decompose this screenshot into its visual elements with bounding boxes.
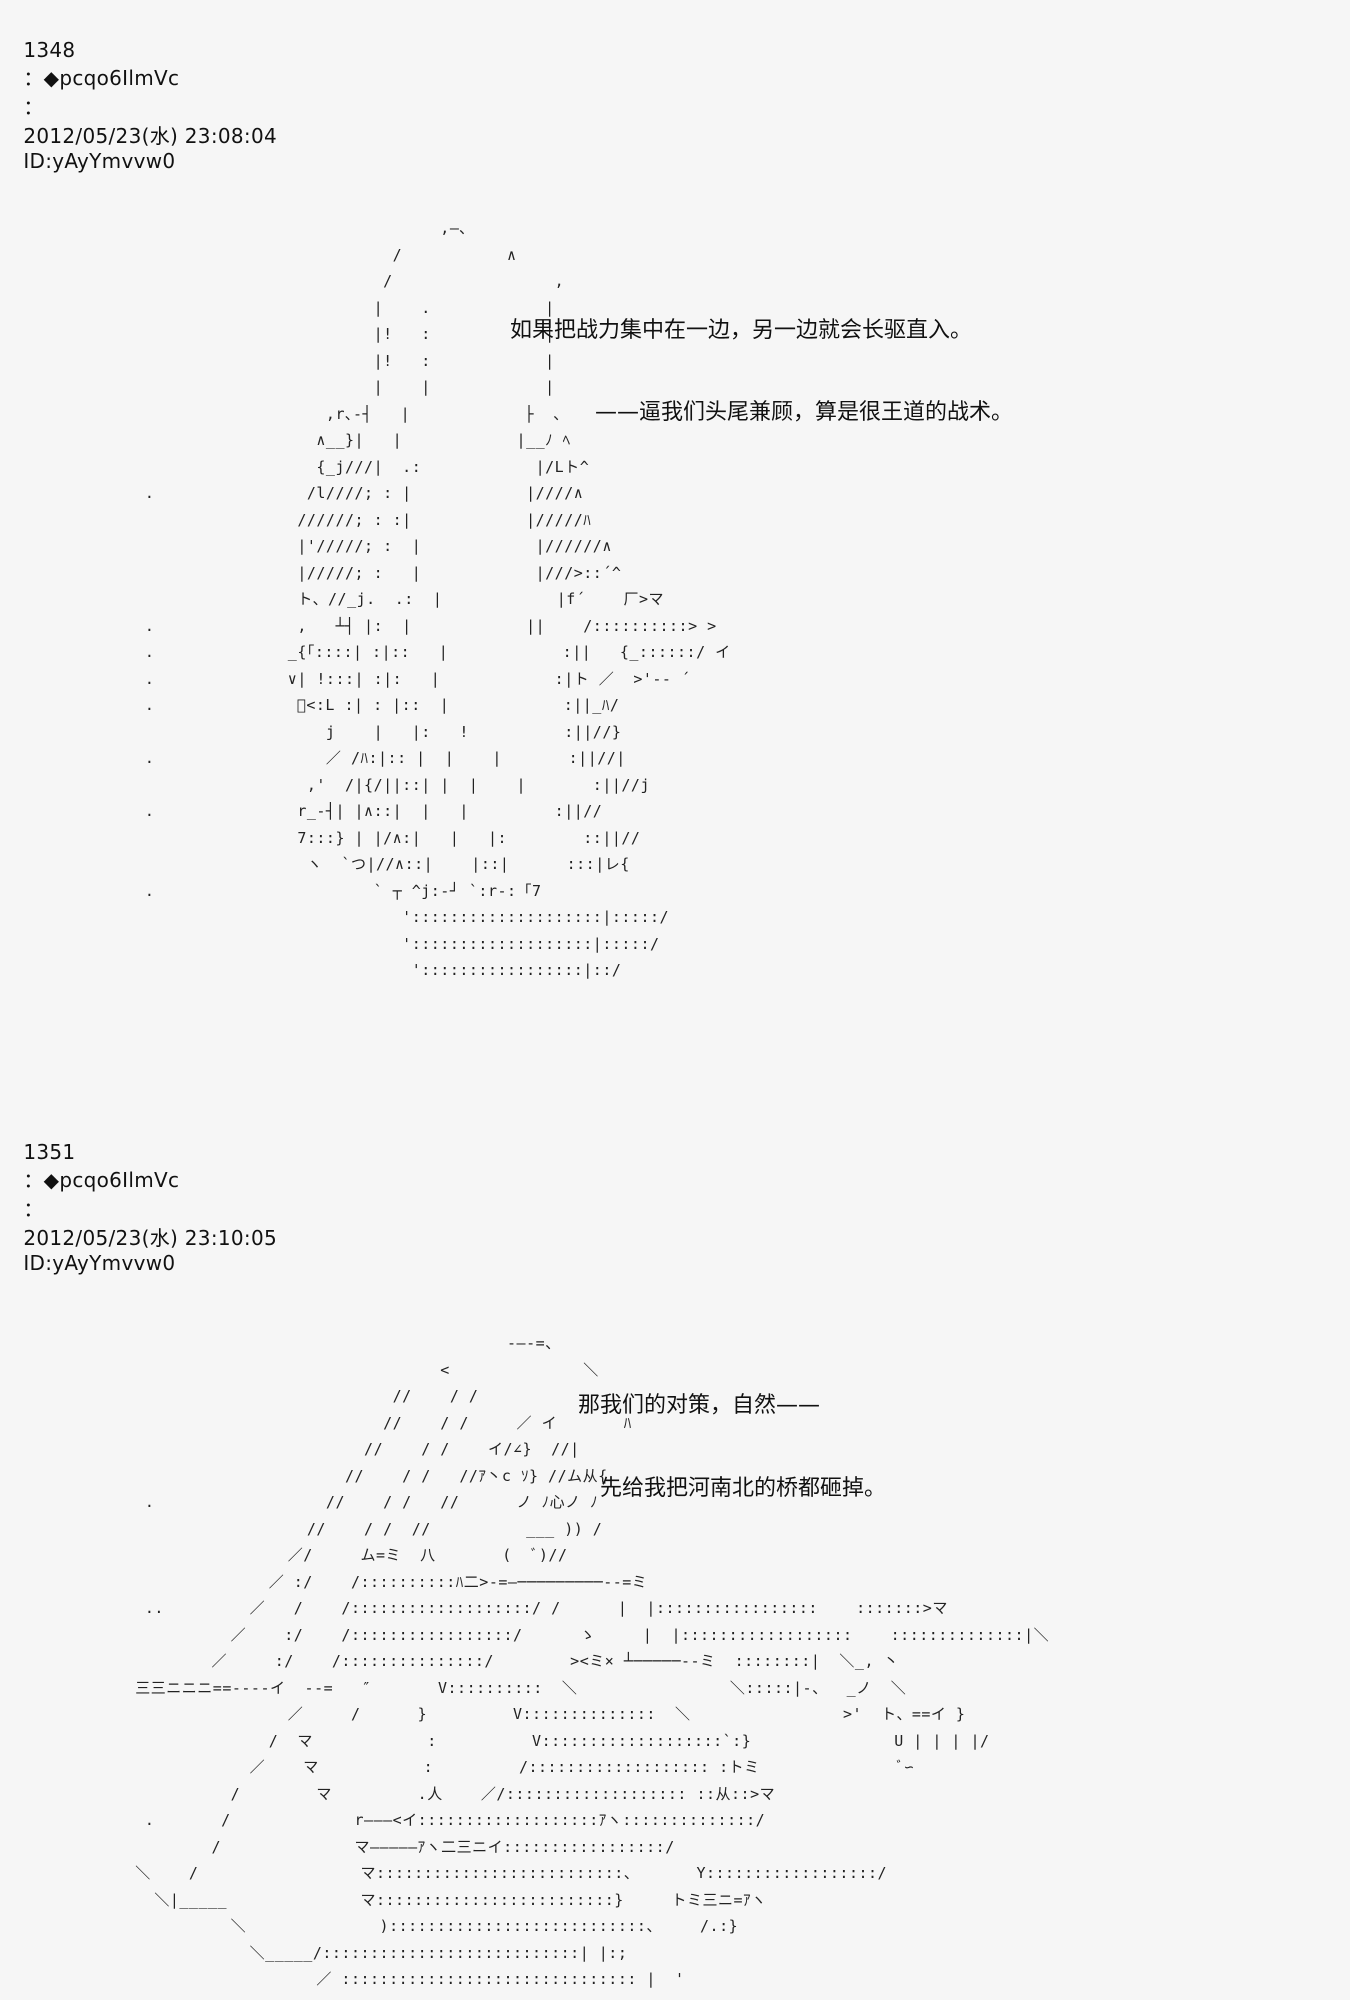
narration-line-2: 先给我把河南北的桥都砸掉。: [600, 1476, 887, 1501]
narration-line-1: 那我们的对策，自然——: [578, 1393, 821, 1418]
post-id: ID:yAyYmvvw0: [23, 1251, 176, 1275]
post-header-1351: 1351 ：◆pcqo6IlmVc ： 2012/05/23(水) 23:10:…: [10, 1116, 277, 1275]
trip-diamond-icon: ◆: [43, 66, 60, 90]
post-tripcode: pcqo6IlmVc: [59, 66, 180, 90]
post-date: 2012/05/23(水) 23:10:05: [23, 1226, 277, 1250]
post-number: 1348: [23, 38, 76, 62]
narration-line-2: ——逼我们头尾兼顾，算是很王道的战术。: [595, 400, 1014, 425]
trip-diamond-icon: ◆: [43, 1168, 60, 1192]
post-date: 2012/05/23(水) 23:08:04: [23, 124, 277, 148]
post-header-1348: 1348 ：◆pcqo6IlmVc ： 2012/05/23(水) 23:08:…: [10, 14, 277, 173]
post-number: 1351: [23, 1140, 76, 1164]
ascii-art-1348: ,—､ / ∧ / , | . |: [144, 219, 731, 979]
narration-line-1: 如果把战力集中在一边，另一边就会长驱直入。: [510, 318, 973, 343]
post-tripcode: pcqo6IlmVc: [59, 1168, 180, 1192]
post-id: ID:yAyYmvvw0: [23, 149, 176, 173]
post-separator: ：: [23, 1168, 44, 1192]
post-separator: ：: [23, 1197, 44, 1221]
post-separator: ：: [23, 66, 44, 90]
post-separator: ：: [23, 95, 44, 119]
ascii-art-1351: -—-=、 < ＼ // / / // / / ／ イ ﾊ: [135, 1334, 1050, 1988]
